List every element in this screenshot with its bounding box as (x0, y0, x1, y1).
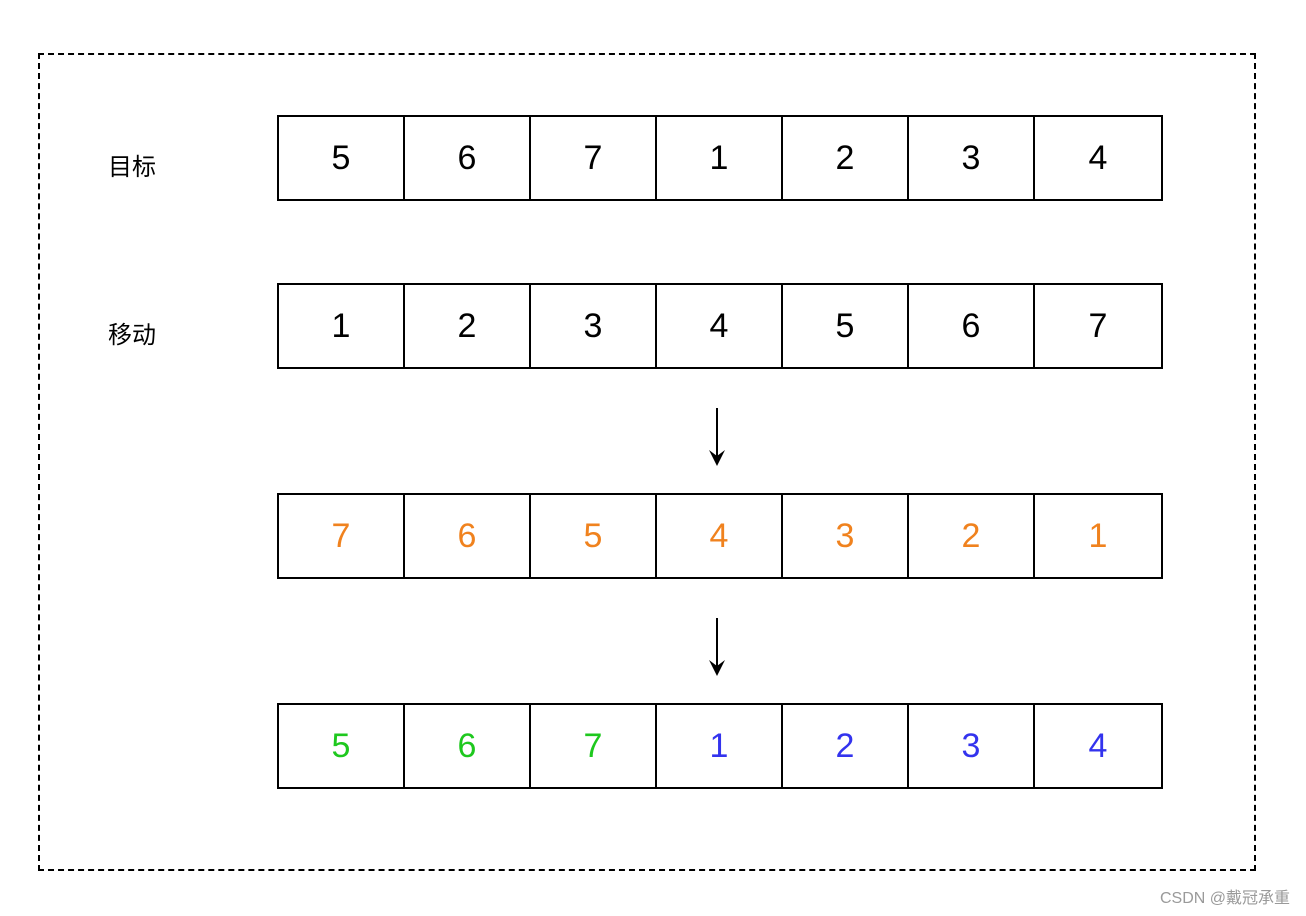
array-cell: 1 (657, 705, 783, 787)
arrow-down-icon (709, 408, 725, 466)
label-move: 移动 (108, 322, 156, 349)
array-cell: 5 (279, 705, 405, 787)
array-cell: 3 (909, 705, 1035, 787)
array-cell: 4 (657, 285, 783, 367)
array-cell: 4 (1088, 727, 1108, 765)
array-cell: 6 (909, 285, 1035, 367)
array-cell: 5 (783, 285, 909, 367)
array-cell: 4 (657, 495, 783, 577)
array-cell: 3 (531, 285, 657, 367)
watermark: CSDN @戴冠承重 (1159, 890, 1290, 907)
array-cell: 6 (405, 705, 531, 787)
array-cell: 7 (279, 495, 405, 577)
array-cell: 2 (783, 117, 909, 199)
array-cell: 7 (531, 705, 657, 787)
array-cell: 1 (1088, 517, 1108, 555)
array-cell: 2 (909, 495, 1035, 577)
array-cell: 3 (909, 117, 1035, 199)
array-cell: 2 (783, 705, 909, 787)
array-cell: 6 (405, 495, 531, 577)
label-target: 目标 (108, 154, 156, 181)
arrow-down-icon (709, 618, 725, 676)
array-cell: 1 (279, 285, 405, 367)
array-cell: 2 (405, 285, 531, 367)
array-cell: 3 (783, 495, 909, 577)
array-cell: 5 (531, 495, 657, 577)
array-cell: 7 (1088, 307, 1108, 345)
array-cell: 6 (405, 117, 531, 199)
array-cell: 1 (657, 117, 783, 199)
diagram-frame (38, 53, 1256, 871)
array-cell: 5 (279, 117, 405, 199)
array-cell: 4 (1088, 139, 1108, 177)
array-cell: 7 (531, 117, 657, 199)
